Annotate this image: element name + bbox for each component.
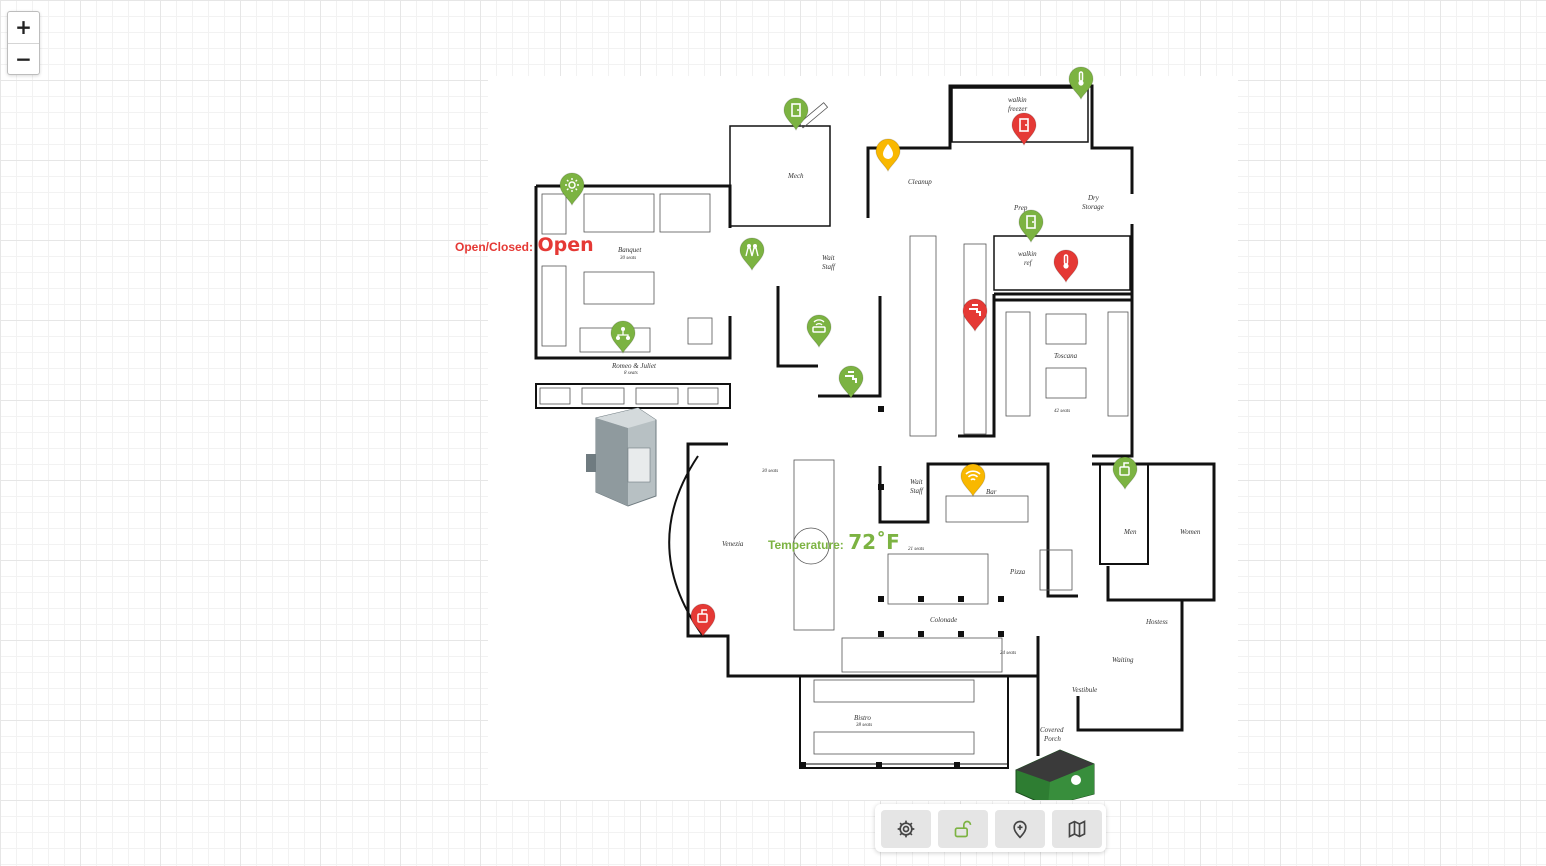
temperature-value: 72˚F: [848, 530, 900, 554]
room-label-covered-porch-1: Covered: [1040, 726, 1064, 734]
room-label-walkin-freezer-1: walkin: [1008, 96, 1027, 104]
add-pin-button[interactable]: [995, 810, 1045, 848]
wifi-icon: [965, 470, 981, 481]
room-label-mech: Mech: [788, 172, 804, 180]
map-toolbar: [875, 804, 1106, 852]
door-icon: [1019, 118, 1029, 132]
open-closed-key: Open/Closed:: [455, 240, 534, 254]
room-label-wait-staff-2-b: Staff: [910, 487, 923, 495]
map-button[interactable]: [1052, 810, 1102, 848]
sensor-pin-faucet[interactable]: [838, 365, 864, 400]
faucet-icon: [845, 371, 857, 383]
room-label-bistro: Bistro: [854, 714, 871, 722]
sensor-pin-soap[interactable]: [690, 603, 716, 638]
sensor-pin-people[interactable]: [739, 237, 765, 272]
soap-icon: [1119, 462, 1130, 476]
door-icon: [791, 103, 801, 117]
room-label-toscana-seats: 42 seats: [1054, 409, 1071, 414]
room-label-venezia-seats: 30 seats: [762, 469, 779, 474]
room-label-dry-storage-1: Dry: [1088, 194, 1099, 202]
room-label-colonade: Colonade: [930, 616, 958, 624]
network-icon: [616, 327, 630, 340]
sensor-pin-soap[interactable]: [1112, 456, 1138, 491]
sensor-pin-thermometer[interactable]: [1068, 66, 1094, 101]
floor-plan[interactable]: Mech walkin freezer Cleanup Prep Dry Sto…: [488, 76, 1238, 800]
unlock-icon: [954, 820, 972, 838]
room-label-toscana: Toscana: [1054, 352, 1078, 360]
sensor-pin-faucet[interactable]: [962, 298, 988, 333]
room-label-banquet: Banquet: [618, 246, 642, 254]
room-label-romeo: Romeo & Juliet: [612, 362, 656, 370]
light-icon: [565, 178, 579, 192]
router-icon: [812, 319, 826, 333]
room-label-waiting: Waiting: [1112, 656, 1134, 664]
people-icon: [745, 244, 759, 257]
room-label-hostess: Hostess: [1146, 618, 1168, 626]
room-label-dry-storage-2: Storage: [1082, 203, 1104, 211]
room-label-men: Men: [1124, 528, 1137, 536]
room-label-wait-staff-1-b: Staff: [822, 263, 835, 271]
temperature-key: Temperature:: [768, 538, 844, 552]
sensor-pin-router[interactable]: [806, 314, 832, 349]
dumpster-illustration: [1015, 749, 1095, 800]
sensor-pin-network[interactable]: [610, 320, 636, 355]
zoom-out-button[interactable]: −: [8, 43, 39, 74]
generator-illustration: [586, 407, 657, 507]
room-label-banquet-seats: 30 seats: [620, 256, 637, 261]
room-label-walkin-ref-1: walkin: [1018, 250, 1037, 258]
room-label-bar-seats: 21 seats: [908, 547, 925, 552]
sensor-pin-wifi[interactable]: [960, 463, 986, 498]
sensor-pin-light[interactable]: [559, 172, 585, 207]
room-label-prep: Prep: [1014, 204, 1028, 212]
room-label-walkin-ref-2: ref: [1024, 259, 1032, 267]
door-icon: [1026, 215, 1036, 229]
sensor-pin-door[interactable]: [783, 97, 809, 132]
room-label-vestibule: Vestibule: [1072, 686, 1098, 694]
map-pin-plus-icon: [1013, 820, 1027, 839]
room-label-bistro-seats: 38 seats: [856, 723, 873, 728]
temperature-status: Temperature: 72˚F: [768, 530, 900, 554]
map-icon: [1068, 820, 1086, 838]
gear-icon: [897, 820, 915, 838]
room-label-venezia: Venezia: [722, 540, 744, 548]
sensor-pin-door[interactable]: [1018, 209, 1044, 244]
soap-icon: [697, 609, 708, 623]
open-closed-value: Open: [537, 234, 594, 256]
room-label-covered-porch-2: Porch: [1044, 735, 1061, 743]
lock-button[interactable]: [938, 810, 988, 848]
faucet-icon: [969, 304, 981, 316]
room-label-women: Women: [1180, 528, 1201, 536]
settings-button[interactable]: [881, 810, 931, 848]
room-label-colonade-seats: 24 seats: [1000, 651, 1017, 656]
zoom-control: + −: [7, 11, 40, 75]
thermometer-icon: [1063, 254, 1069, 269]
sensor-pin-water-drop[interactable]: [875, 138, 901, 173]
floor-plan-drawing: [534, 84, 1216, 800]
thermometer-icon: [1078, 71, 1084, 86]
room-label-bar: Bar: [986, 488, 997, 496]
sensor-pin-door[interactable]: [1011, 112, 1037, 147]
room-label-wait-staff-1-a: Wait: [822, 254, 835, 262]
room-label-wait-staff-2-a: Wait: [910, 478, 923, 486]
room-label-walkin-freezer-2: freezer: [1008, 105, 1028, 113]
water-drop-icon: [883, 144, 893, 159]
sensor-pin-thermometer[interactable]: [1053, 249, 1079, 284]
room-label-romeo-seats: 8 seats: [624, 371, 638, 376]
room-label-cleanup: Cleanup: [908, 178, 932, 186]
open-closed-status: Open/Closed: Open: [455, 234, 594, 256]
zoom-in-button[interactable]: +: [8, 12, 39, 43]
room-label-pizza: Pizza: [1010, 568, 1026, 576]
